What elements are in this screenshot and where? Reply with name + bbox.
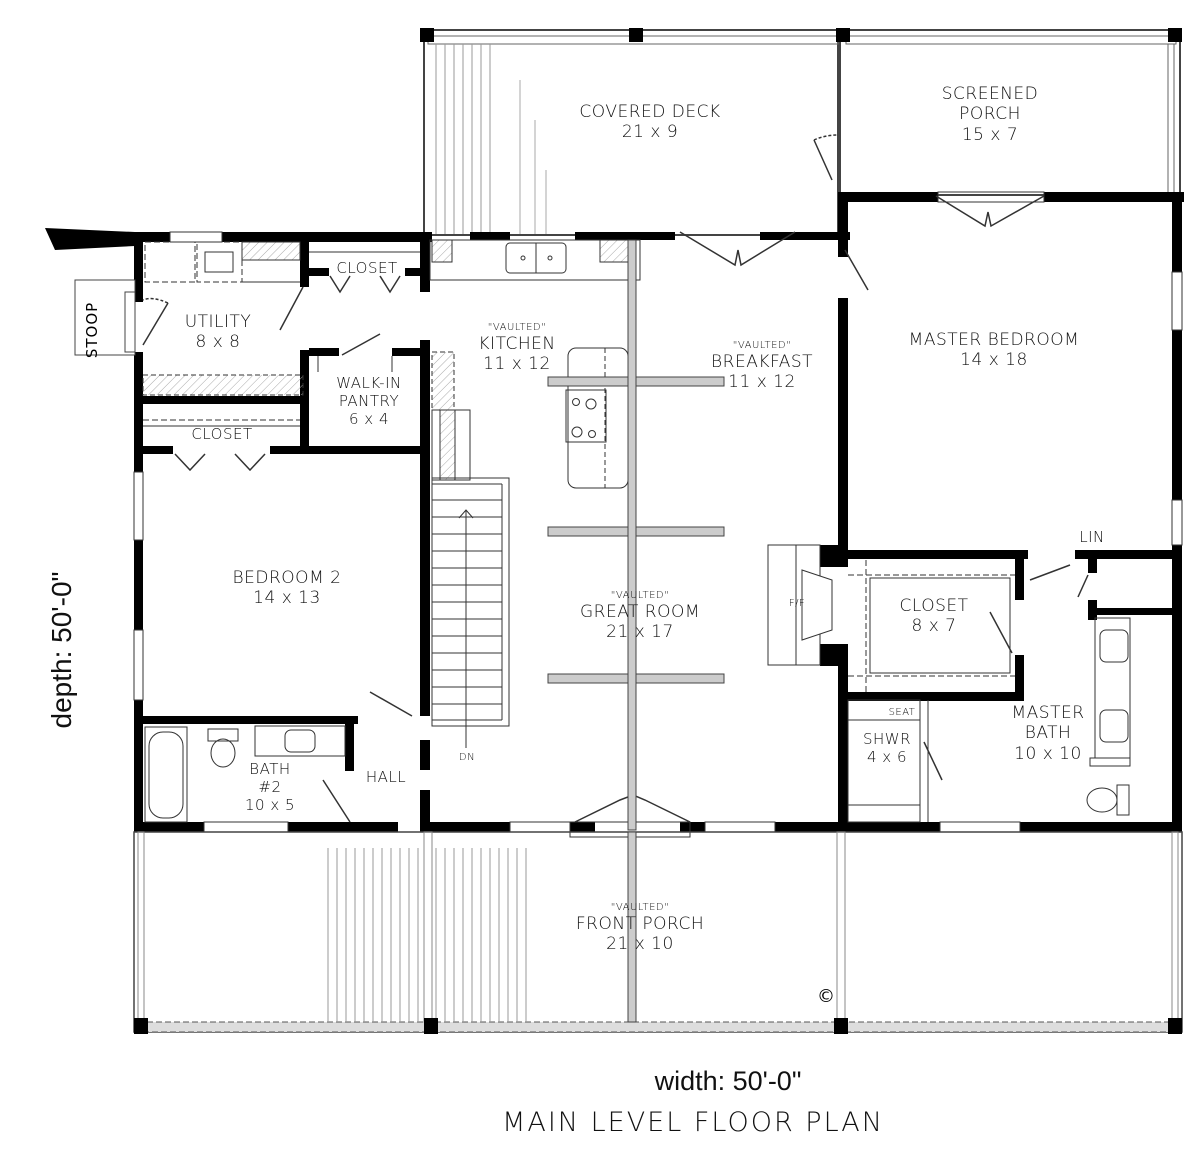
screened-porch-area [836,28,1182,196]
room-label-master-bath: MASTER BATH 10 x 10 [1011,703,1084,764]
room-label-closet-utility: CLOSET [336,259,397,277]
room-label-stoop: STOOP [83,301,101,359]
width-dimension-label: width: 50'-0" [654,1066,802,1096]
room-name-line1: SCREENED [941,84,1039,104]
room-name: FRONT PORCH [575,914,705,934]
room-note: "VAULTED" [610,590,670,601]
room-label-hall: HALL [366,768,406,786]
room-name: CLOSET [899,596,969,616]
kitchen-fixtures [429,239,641,489]
room-dimensions: 6 x 4 [348,410,389,428]
front-porch-area [133,831,1183,1034]
room-label-front-porch: "VAULTED" FRONT PORCH 21 x 10 [576,902,704,955]
room-label-great-room: "VAULTED" GREAT ROOM 21 x 17 [580,590,700,643]
room-dimensions: 15 x 7 [961,124,1019,145]
room-dimensions: 14 x 18 [960,350,1028,371]
stairs-down-label: DN [459,752,475,764]
room-name: SHWR [862,730,912,748]
room-label-linen: LIN [1079,528,1105,546]
exterior-walls [45,192,1184,832]
room-name: COVERED DECK [579,102,721,122]
room-name: KITCHEN [478,334,556,354]
copyright-symbol: © [817,986,835,1007]
room-name: GREAT ROOM [579,602,701,622]
fireplace [767,544,833,666]
shower-seat-label: SEAT [889,707,916,719]
room-name: UTILITY [184,312,252,332]
room-dimensions: 11 x 12 [483,354,551,375]
room-dimensions: 21 x 17 [606,622,674,643]
room-label-master-closet: CLOSET 8 x 7 [899,596,968,637]
room-label-closet-bedroom2: CLOSET [191,425,252,443]
room-label-bath2: BATH #2 10 x 5 [245,760,295,814]
interior-walls [143,192,1182,830]
room-name-line2: BATH [1024,723,1072,744]
room-name: MASTER BEDROOM [908,330,1080,350]
room-note: "VAULTED" [732,340,792,351]
room-dimensions: 10 x 10 [1014,743,1082,764]
fireplace-text: F/F [788,598,806,609]
stairs-text: DN [458,752,476,763]
room-label-covered-deck: COVERED DECK 21 x 9 [579,102,720,143]
room-name: HALL [365,768,407,786]
room-name: LIN [1079,528,1105,546]
stairs [431,477,510,748]
room-name-line2: PORCH [959,104,1021,125]
room-note: "VAULTED" [610,902,670,913]
room-label-screened-porch: SCREENED PORCH 15 x 7 [942,84,1039,145]
utility-fixtures [74,241,420,427]
room-note: "VAULTED" [487,322,547,333]
master-bath-fixtures [847,560,1131,823]
room-label-breakfast: "VAULTED" BREAKFAST 11 x 12 [711,340,813,393]
plan-title: MAIN LEVEL FLOOR PLAN [502,1107,884,1138]
room-name: BREAKFAST [711,352,813,372]
seat-text: SEAT [888,707,916,718]
room-name-line2: #2 [258,778,282,796]
room-name: CLOSET [336,259,398,277]
depth-dimension-label: depth: 50'-0" [46,571,77,729]
room-label-bedroom2: BEDROOM 2 14 x 13 [233,568,342,609]
room-dimensions: 8 x 7 [911,616,957,637]
room-dimensions: 10 x 5 [244,796,296,814]
room-dimensions: 4 x 6 [867,748,907,766]
room-name-line1: BATH [249,760,291,778]
room-name-line1: WALK-IN [336,374,402,392]
room-dimensions: 21 x 10 [606,934,674,955]
room-dimensions: 21 x 9 [621,122,679,143]
fireplace-label: F/F [789,598,805,610]
ceiling-beams [547,239,725,831]
room-label-walkin-pantry: WALK-IN PANTRY 6 x 4 [336,374,401,428]
room-label-shower: SHWR 4 x 6 [863,730,911,766]
room-label-utility: UTILITY 8 x 8 [185,312,252,353]
room-label-master-bedroom: MASTER BEDROOM 14 x 18 [909,330,1080,371]
room-label-kitchen: "VAULTED" KITCHEN 11 x 12 [478,322,555,375]
room-name-line2: PANTRY [338,392,400,410]
room-name: CLOSET [191,425,253,443]
room-dimensions: 14 x 13 [253,588,321,609]
bath2-fixtures [144,725,346,823]
room-name-line1: MASTER [1011,703,1085,723]
room-dimensions: 11 x 12 [728,372,796,393]
room-name: BEDROOM 2 [232,568,342,588]
room-dimensions: 8 x 8 [195,332,241,353]
